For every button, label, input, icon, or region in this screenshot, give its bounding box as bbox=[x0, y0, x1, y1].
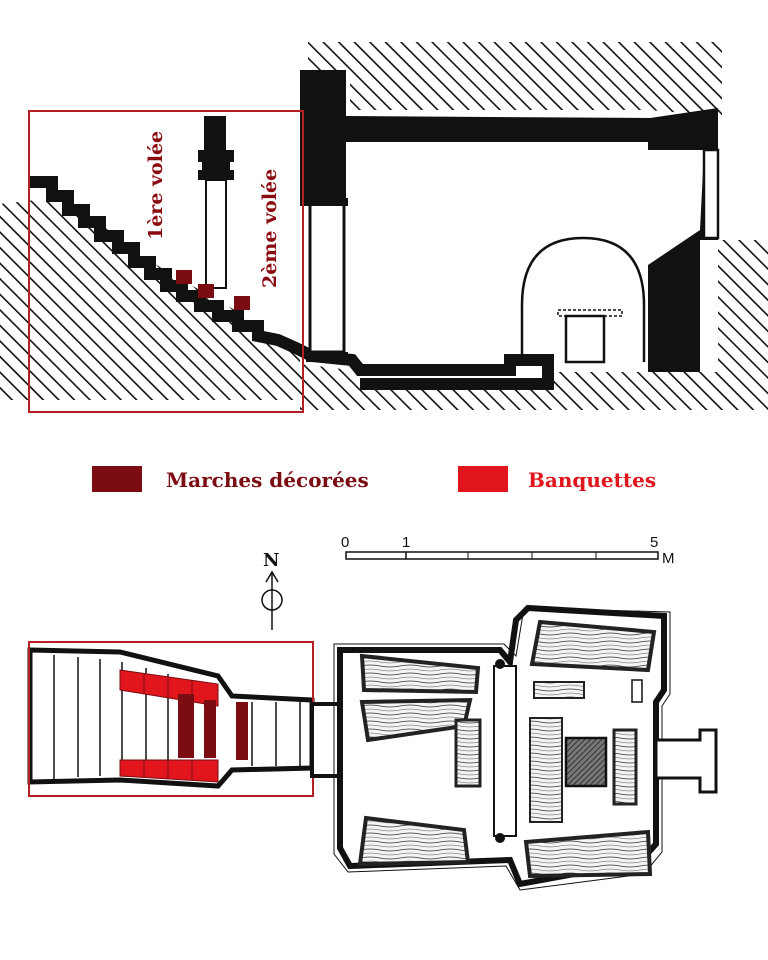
ceiling-slab bbox=[300, 70, 718, 200]
left-pillar bbox=[308, 202, 346, 354]
east-niche bbox=[654, 728, 718, 794]
north-label: N bbox=[263, 550, 279, 571]
decorated-step bbox=[198, 284, 214, 298]
decorated-step bbox=[176, 270, 192, 284]
stair-profile bbox=[30, 176, 554, 390]
legend: Marches décorées Banquettes bbox=[92, 466, 656, 492]
bedrock-slope bbox=[0, 200, 300, 400]
right-wall bbox=[648, 140, 718, 372]
flight-1-label: 1ère volée bbox=[145, 131, 167, 240]
section-view: 1ère volée 2ème volée bbox=[0, 42, 768, 413]
central-block bbox=[564, 736, 608, 788]
scale-tick-5: 5 bbox=[650, 534, 658, 551]
legend-label-decorated-steps: Marches décorées bbox=[166, 468, 369, 492]
stair-pillar-shaft bbox=[205, 179, 227, 289]
wood-panel bbox=[533, 681, 585, 699]
decorated-step bbox=[204, 700, 216, 758]
plan-view bbox=[27, 604, 718, 891]
wood-panel bbox=[612, 728, 638, 806]
bedrock-floor bbox=[300, 240, 768, 410]
decorated-step bbox=[178, 694, 194, 758]
wood-panel bbox=[357, 815, 471, 867]
decorated-step bbox=[234, 296, 250, 310]
right-pillar bbox=[702, 148, 720, 240]
niche-arch bbox=[520, 236, 646, 362]
wood-panel bbox=[523, 829, 653, 879]
decorated-step bbox=[236, 702, 248, 760]
scale-unit: M bbox=[662, 550, 675, 567]
stair-pillar-capital bbox=[204, 116, 226, 150]
niche-table bbox=[564, 314, 606, 364]
north-arrow: N bbox=[261, 550, 283, 630]
wood-panel bbox=[529, 717, 563, 823]
stair-treads bbox=[53, 655, 301, 779]
section-highlight-frame bbox=[28, 110, 304, 413]
legend-swatch-decorated-steps bbox=[92, 466, 142, 492]
small-marker bbox=[631, 679, 643, 703]
bedrock-top bbox=[308, 42, 722, 116]
scale-tick-1: 1 bbox=[402, 534, 410, 551]
left-wall bbox=[302, 70, 346, 200]
scale-tick-0: 0 bbox=[341, 534, 349, 551]
scale-bar: 0 1 5 M bbox=[341, 534, 675, 567]
wood-panel bbox=[529, 619, 657, 673]
central-passage bbox=[493, 665, 517, 837]
wood-panel bbox=[359, 653, 481, 695]
wood-panel bbox=[454, 718, 482, 788]
legend-label-benches: Banquettes bbox=[528, 468, 656, 492]
flight-2-label: 2ème volée bbox=[259, 169, 281, 288]
legend-swatch-benches bbox=[458, 466, 508, 492]
